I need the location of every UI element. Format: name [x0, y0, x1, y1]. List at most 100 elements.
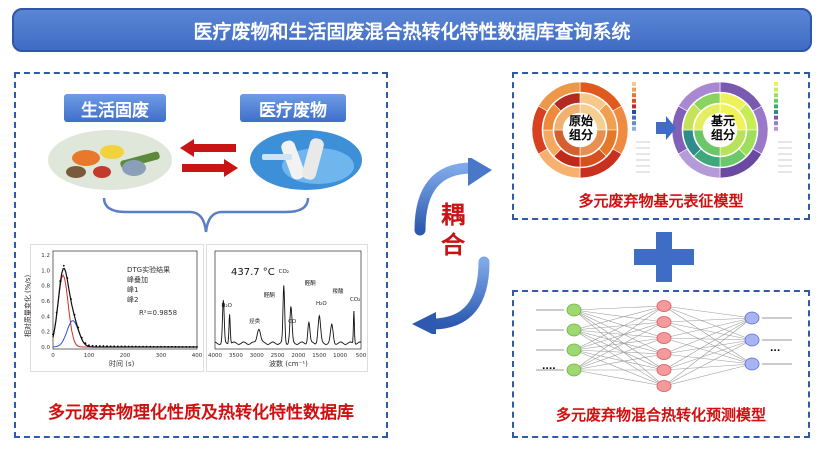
nn-input-node: [566, 343, 582, 357]
dtg-exp-point: [84, 342, 87, 345]
nn-connection: [663, 305, 753, 319]
dtg-peak2-line: [52, 320, 197, 348]
nn-connection: [663, 305, 753, 365]
dtg-r2: R²=0.9858: [139, 309, 178, 317]
ftir-x-tick: 3000: [250, 353, 264, 359]
dtg-exp-point: [59, 280, 62, 282]
dtg-legend-1: 峰叠加: [127, 276, 148, 284]
dtg-exp-point: [192, 345, 195, 348]
dtg-y-tick: 0.6: [41, 299, 50, 305]
nn-connection: [573, 329, 665, 339]
dtg-exp-point: [52, 333, 54, 336]
dtg-exp-point: [142, 345, 144, 348]
legend-swatch-original: [632, 82, 636, 86]
dtg-exp-point: [178, 345, 180, 348]
dtg-exp-point: [102, 345, 105, 347]
dtg-exp-point: [66, 277, 69, 280]
database-caption: 多元废弃物理化性质及热转化特性数据库: [48, 403, 354, 423]
dtg-exp-point: [152, 345, 155, 348]
ftir-x-tick: 1000: [333, 353, 347, 359]
dtg-exp-point: [149, 345, 152, 348]
nn-connection: [573, 329, 665, 371]
nn-connection: [573, 349, 665, 355]
nn-hidden-node: [656, 380, 672, 392]
legend-swatch-elemental: [774, 126, 778, 131]
dtg-exp-point: [106, 345, 108, 348]
ftir-spectrum-line: [214, 285, 362, 345]
nn-input-node: [566, 303, 582, 317]
dtg-x-label: 时间 (s): [109, 360, 135, 368]
nn-hidden-node: [656, 364, 672, 376]
nn-input-node: [566, 363, 582, 377]
dtg-exp-point: [109, 345, 112, 348]
brace-connector: [102, 197, 310, 233]
dtg-exp-point: [73, 313, 76, 316]
donut-segment: [678, 81, 721, 112]
neural-network-diagram: [536, 300, 792, 392]
legend-swatch-elemental: [774, 121, 778, 126]
ftir-x-tick: 4000: [208, 353, 222, 359]
ftir-peak-label: 烃类: [249, 317, 261, 325]
dtg-exp-point: [160, 345, 162, 348]
nn-hidden-node: [656, 348, 672, 360]
legend-swatch-elemental: [774, 82, 778, 86]
donut-segment: [693, 103, 721, 131]
nn-connection: [663, 363, 753, 371]
legend-swatch-original: [632, 115, 636, 120]
dtg-exp-point: [124, 345, 126, 348]
dtg-y-tick: 0.8: [41, 284, 50, 290]
ftir-peak-label: 羧酸: [333, 287, 345, 295]
dtg-exp-point: [120, 345, 123, 348]
tag-medical-waste: 医疗废物: [240, 94, 346, 122]
characterization-model-panel: 原始组分 基元组分 多元废弃物基元表征模型: [512, 72, 810, 220]
nn-connection: [663, 337, 753, 341]
prediction-caption: 多元废弃物混合热转化预测模型: [555, 406, 766, 424]
dtg-exp-point: [113, 345, 116, 348]
dtg-exp-point: [98, 345, 101, 347]
dtg-legend-2: 峰1: [127, 286, 139, 294]
dtg-x-tick: 100: [84, 353, 95, 359]
nn-hidden-node: [656, 332, 672, 344]
nn-hidden-node: [656, 316, 672, 328]
nn-connection: [573, 309, 665, 371]
donut-segment: [693, 92, 721, 112]
legend-swatch-elemental: [774, 110, 778, 114]
legend-swatch-original: [632, 98, 636, 103]
legend-swatch-elemental: [774, 87, 778, 92]
legend-swatch-original: [632, 121, 636, 126]
dtg-exp-point: [174, 345, 177, 348]
dtg-exp-point: [167, 345, 170, 348]
dtg-y-tick: 0.0: [41, 345, 50, 351]
nn-connection: [663, 321, 753, 341]
ftir-x-tick: 2500: [271, 353, 285, 359]
nn-connection: [573, 321, 665, 331]
nn-connection: [573, 305, 665, 371]
dtg-exp-point: [163, 345, 166, 348]
dtg-axes: [52, 250, 198, 350]
nn-connection: [573, 309, 665, 339]
elemental-component-donut: [671, 81, 769, 179]
ftir-x-label: 波数 (cm⁻¹): [269, 360, 308, 368]
donut-segment: [538, 81, 581, 112]
nn-connection: [663, 339, 753, 371]
donut2-label: 基元组分: [710, 114, 735, 142]
nn-connection: [663, 337, 753, 365]
dtg-x-tick: 0: [51, 353, 55, 359]
dtg-exp-point: [185, 345, 188, 348]
nn-connection: [573, 305, 665, 351]
ftir-peak-label: CO: [288, 319, 297, 325]
dtg-exp-point: [62, 264, 65, 267]
donut1-label: 原始组分: [568, 114, 593, 142]
nn-hidden-node: [656, 300, 672, 312]
nn-connection: [573, 349, 665, 371]
ftir-x-tick: 3500: [229, 353, 243, 359]
dtg-exp-point: [77, 326, 80, 329]
nn-connection: [573, 309, 665, 387]
legend-swatch-original: [632, 104, 636, 109]
dtg-exp-point: [91, 344, 94, 347]
nn-connection: [573, 321, 665, 351]
dtg-exp-point: [156, 345, 159, 348]
nn-connection: [573, 329, 665, 387]
dtg-y-tick: 0.4: [41, 314, 50, 320]
